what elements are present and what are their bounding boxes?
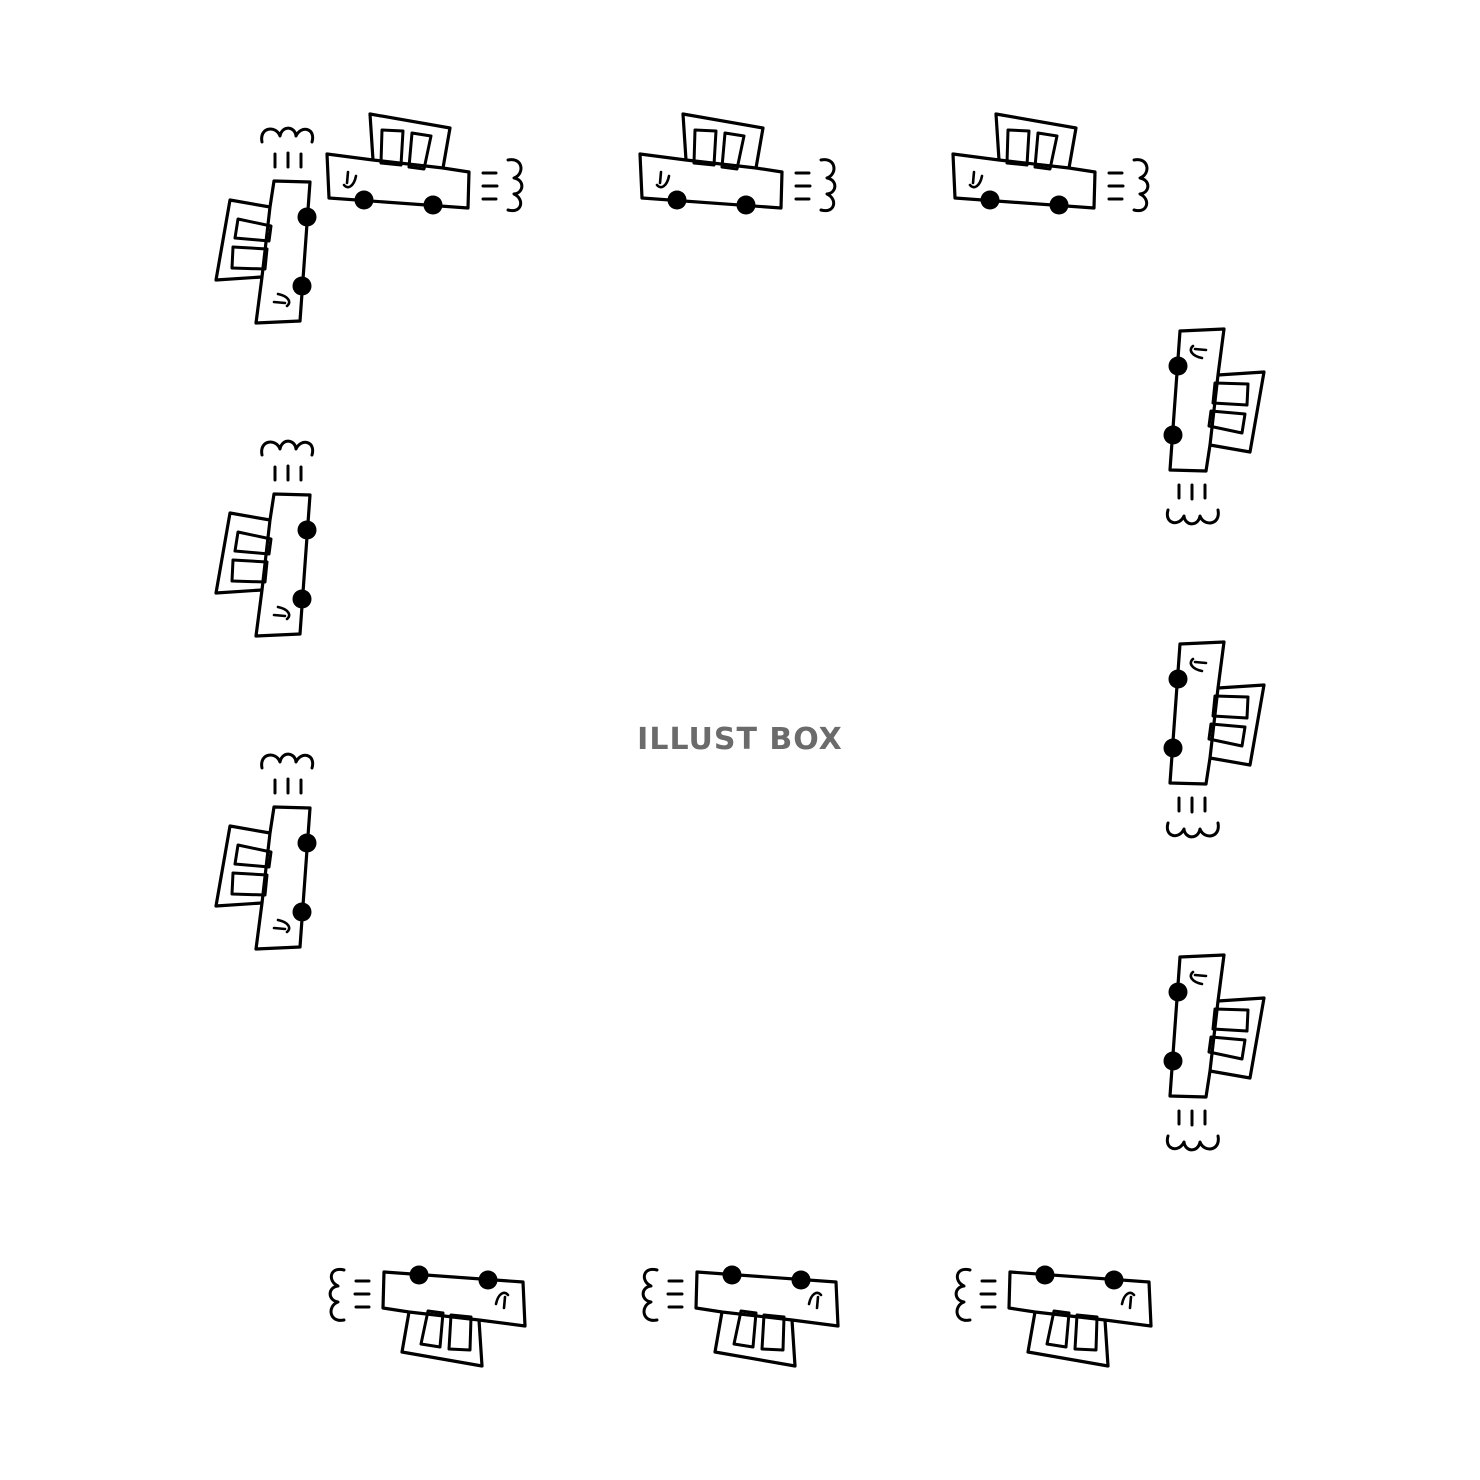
cars-layer bbox=[214, 112, 1266, 1368]
car-icon bbox=[325, 112, 524, 217]
car-icon bbox=[1161, 640, 1266, 839]
car-icon bbox=[328, 1263, 527, 1368]
car-icon bbox=[1161, 953, 1266, 1152]
car-icon bbox=[951, 112, 1150, 217]
car-icon bbox=[1161, 327, 1266, 526]
car-icon bbox=[214, 752, 319, 951]
car-icon bbox=[214, 439, 319, 638]
car-icon bbox=[638, 112, 837, 217]
car-icon bbox=[641, 1263, 840, 1368]
car-icon bbox=[954, 1263, 1153, 1368]
car-icon bbox=[214, 126, 319, 325]
